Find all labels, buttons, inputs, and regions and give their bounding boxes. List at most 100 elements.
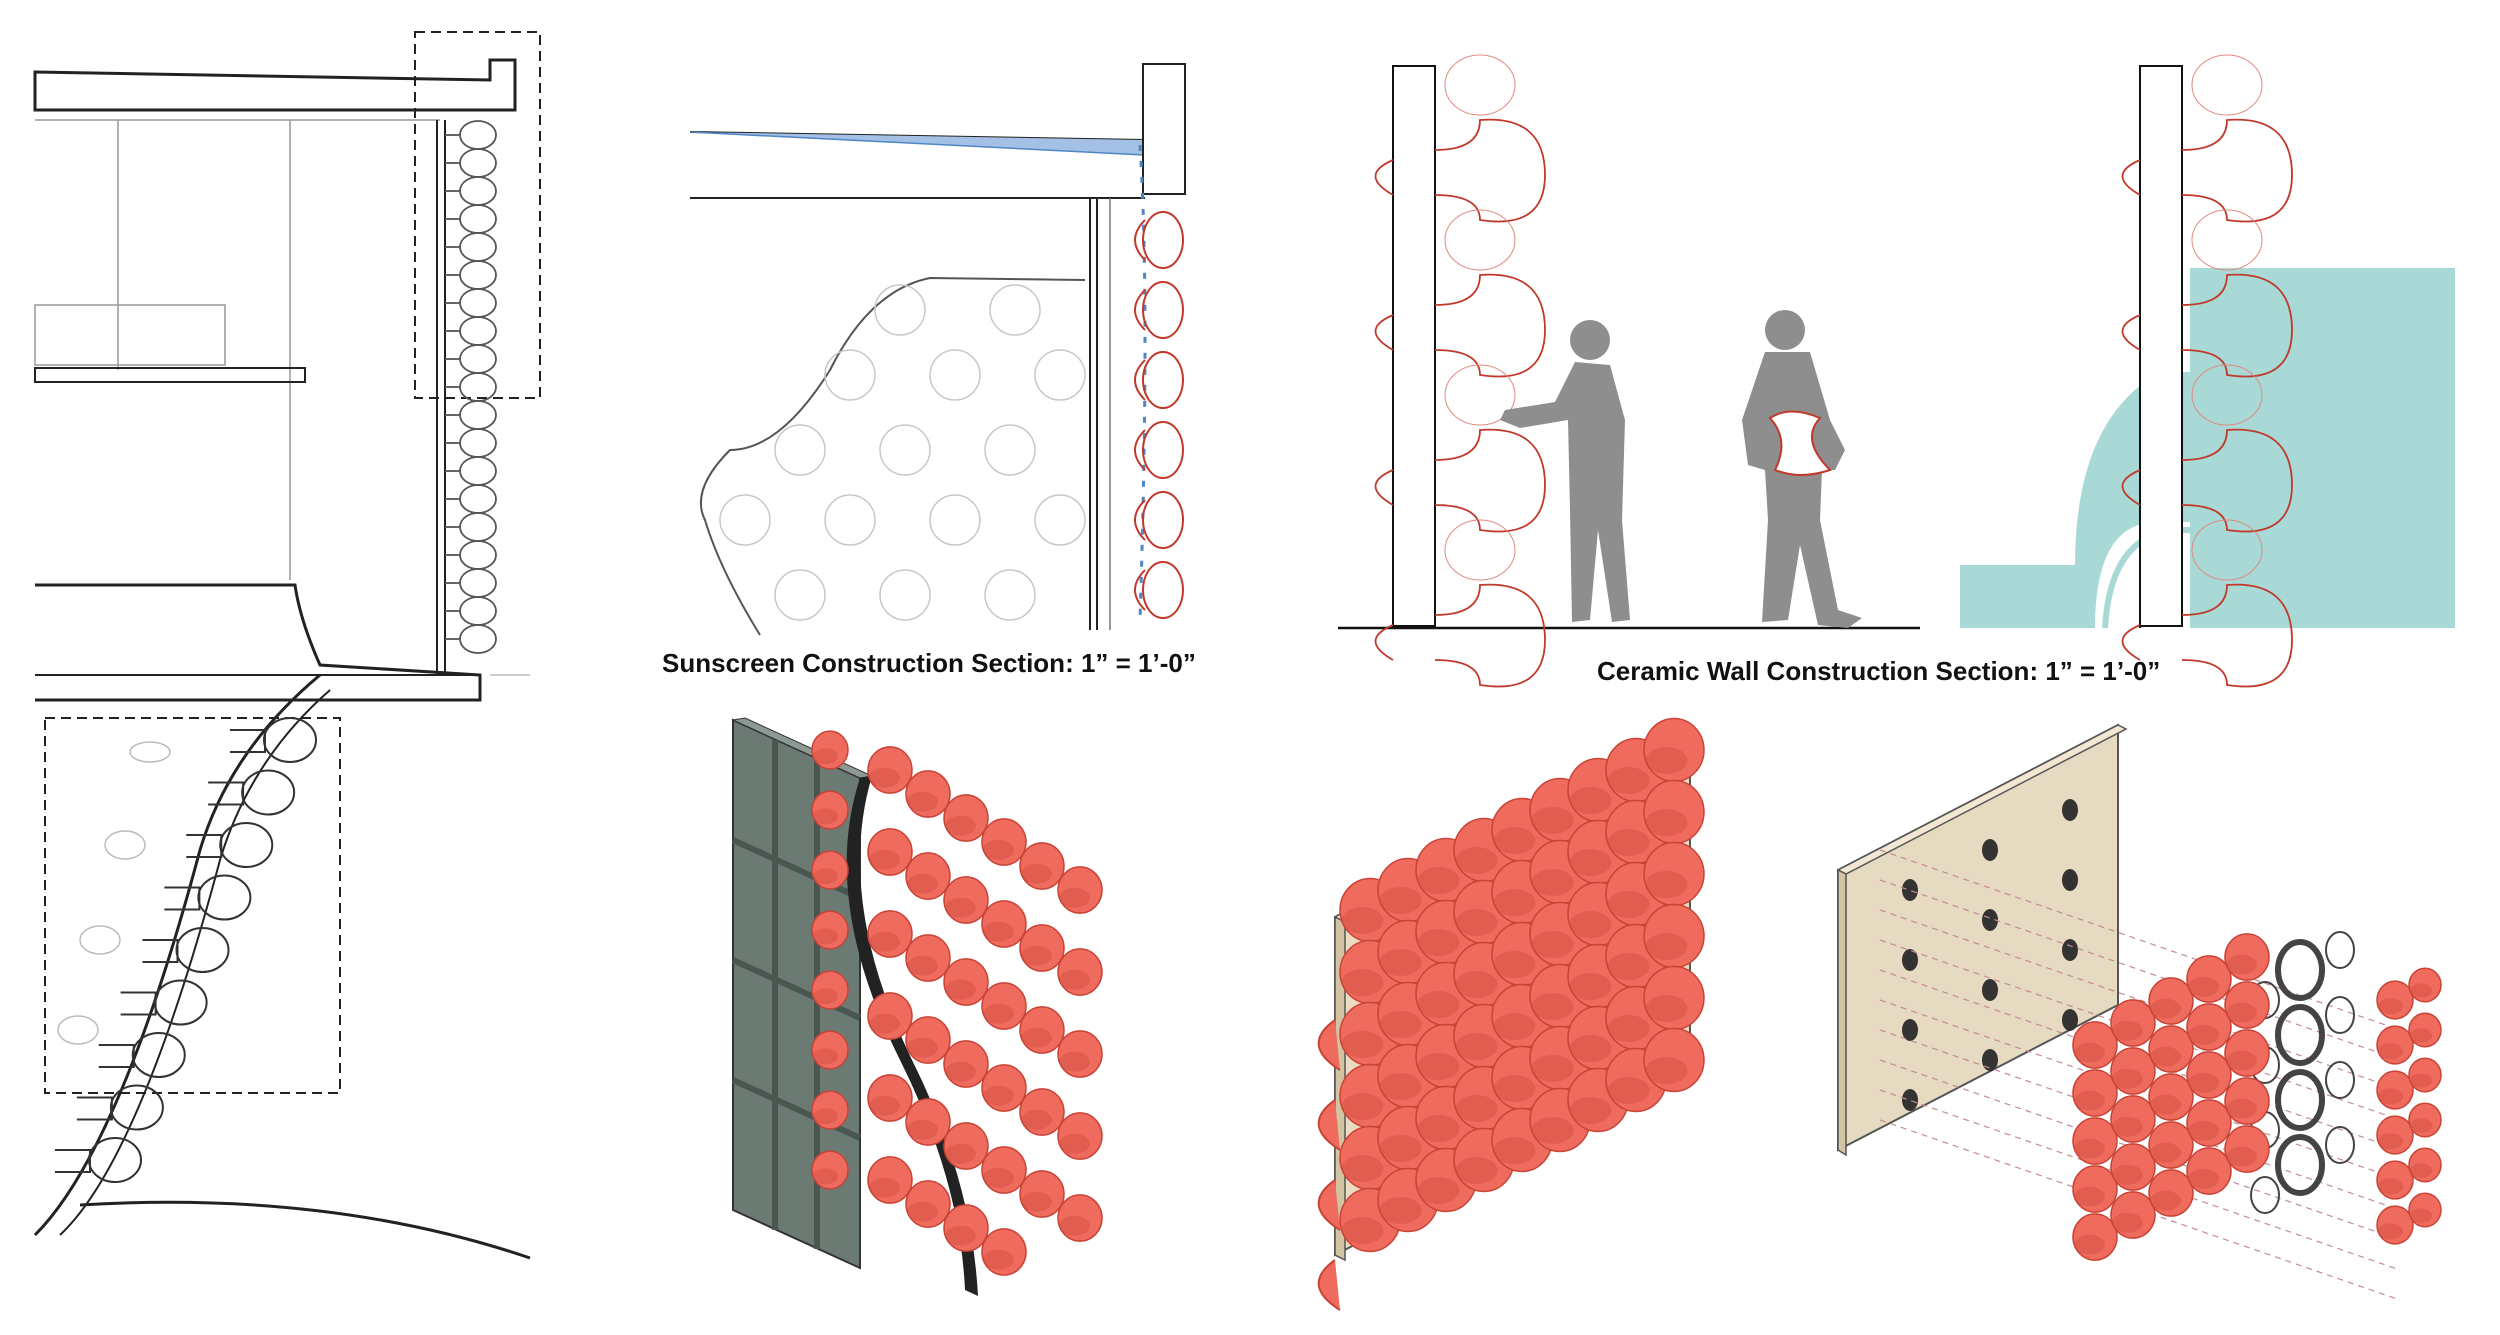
tile-shadow	[2377, 998, 2404, 1015]
tile-shadow	[1341, 1217, 1384, 1244]
ceramic-tile	[943, 1122, 989, 1170]
tile-shadow	[2377, 1043, 2404, 1060]
ceramic-tile	[811, 910, 849, 950]
tile-shadow	[2409, 1163, 2433, 1178]
ceramic-tile	[811, 1030, 849, 1070]
tile-outline	[929, 494, 981, 546]
tile-shadow	[2150, 1142, 2181, 1163]
ceramic-tile	[2408, 1102, 2442, 1138]
edge-tile	[1317, 1179, 1341, 1231]
facade-bulb	[459, 260, 497, 290]
tile-shadow	[2226, 1098, 2257, 1119]
tile-shadow	[1569, 973, 1612, 1000]
ceramic-bulb	[2181, 583, 2293, 688]
ceramic-tile	[2148, 1025, 2194, 1073]
anchor-hole	[1982, 1049, 1998, 1071]
tile-shadow	[1379, 1135, 1422, 1162]
water-wall-bulbs	[2121, 54, 2293, 688]
facade-bulb	[459, 232, 497, 262]
exploded-tile-clusters	[2072, 933, 2442, 1261]
ceramic-tile	[1019, 842, 1065, 890]
facade-bulb	[459, 484, 497, 514]
ceramic-tile	[2148, 977, 2194, 1025]
ceramic-tile	[1057, 1112, 1103, 1160]
ceramic-tile	[2186, 1099, 2232, 1147]
ceramic-bulb-back	[2191, 364, 2263, 426]
bulb-lip	[1134, 569, 1146, 611]
facade-bulb	[459, 624, 497, 654]
tile-shadow	[945, 897, 976, 918]
anchor-hole	[1982, 909, 1998, 931]
ceramic-tile	[867, 992, 913, 1040]
tile-shadow	[1379, 1011, 1422, 1038]
bulb-lip	[1134, 429, 1146, 471]
ceramic-tile	[2376, 1115, 2414, 1155]
inner-lip	[2121, 469, 2141, 506]
bulb-lip	[1134, 499, 1146, 541]
tile-shadow	[1341, 969, 1384, 996]
tile-shadow	[983, 1249, 1014, 1270]
edge-tile	[1317, 1019, 1341, 1071]
tile-shadow	[1455, 971, 1498, 998]
ceramic-tile	[981, 900, 1027, 948]
ceramic-tile	[2148, 1169, 2194, 1217]
water-wall-section-drawing	[1960, 65, 2455, 629]
tile-outline	[874, 284, 926, 336]
ceramic-tile	[2186, 1147, 2232, 1195]
tile-shadow	[1493, 827, 1536, 854]
facade-bulb	[459, 148, 497, 178]
ceramic-tile	[905, 1098, 951, 1146]
anchor-hole	[1902, 879, 1918, 901]
facade-bulb	[459, 428, 497, 458]
inner-lip	[2121, 624, 2141, 661]
tile-shadow	[812, 928, 839, 945]
frame-link	[2325, 996, 2355, 1034]
tile-outline	[719, 494, 771, 546]
ceramic-wall-section-drawing	[1338, 65, 1920, 630]
bulb-bracket	[208, 781, 245, 806]
facade-bulb	[459, 288, 497, 318]
ceramic-tile	[811, 1150, 849, 1190]
tile-shadow	[1607, 1015, 1650, 1042]
tile-shadow	[2074, 1138, 2105, 1159]
bulb-bracket	[142, 939, 179, 963]
tile-shadow	[1379, 1197, 1422, 1224]
edge-tile	[1317, 1099, 1341, 1151]
isometric-wall-tiles	[1317, 717, 1705, 1311]
curved-bulb	[88, 1137, 142, 1183]
ceramic-tile	[2186, 1051, 2232, 1099]
tile-shadow	[1569, 849, 1612, 876]
frame-ring	[2275, 939, 2325, 1001]
facade-bulb-column	[445, 120, 497, 654]
ceramic-tile	[811, 1090, 849, 1130]
ceramic-bulb-back	[2191, 54, 2263, 116]
ceramic-tile	[1019, 1170, 1065, 1218]
tile-shadow	[2409, 1028, 2433, 1043]
tile-shadow	[2188, 976, 2219, 997]
tile-shadow	[1569, 911, 1612, 938]
sunscreen-tile-outlines	[719, 284, 1086, 621]
person-silhouette-icon	[1500, 310, 1862, 628]
tile-shadow	[907, 1201, 938, 1222]
anchor-hole	[2062, 939, 2078, 961]
inner-lip	[2121, 314, 2141, 351]
tile-shadow	[1341, 1155, 1384, 1182]
tile-shadow	[869, 767, 900, 788]
ceramic-wall-bulbs	[1374, 54, 1546, 688]
ceramic-bulb-back	[1444, 209, 1516, 271]
ceramic-tile	[943, 958, 989, 1006]
projection-line	[1879, 909, 2401, 1091]
projection-line	[1879, 879, 2401, 1061]
ceramic-tile	[1057, 1194, 1103, 1242]
ceramic-tile	[2186, 1003, 2232, 1051]
tile-shadow	[1021, 1191, 1052, 1212]
tile-outline	[879, 424, 931, 476]
curved-bulb	[241, 769, 296, 816]
tile-shadow	[1059, 1215, 1090, 1236]
tile-outline	[929, 349, 981, 401]
frame-ring	[2275, 1134, 2325, 1196]
tile-shadow	[945, 1061, 976, 1082]
inner-lip	[2121, 159, 2141, 196]
ceramic-tile	[2376, 1025, 2414, 1065]
tile-shadow	[1059, 969, 1090, 990]
